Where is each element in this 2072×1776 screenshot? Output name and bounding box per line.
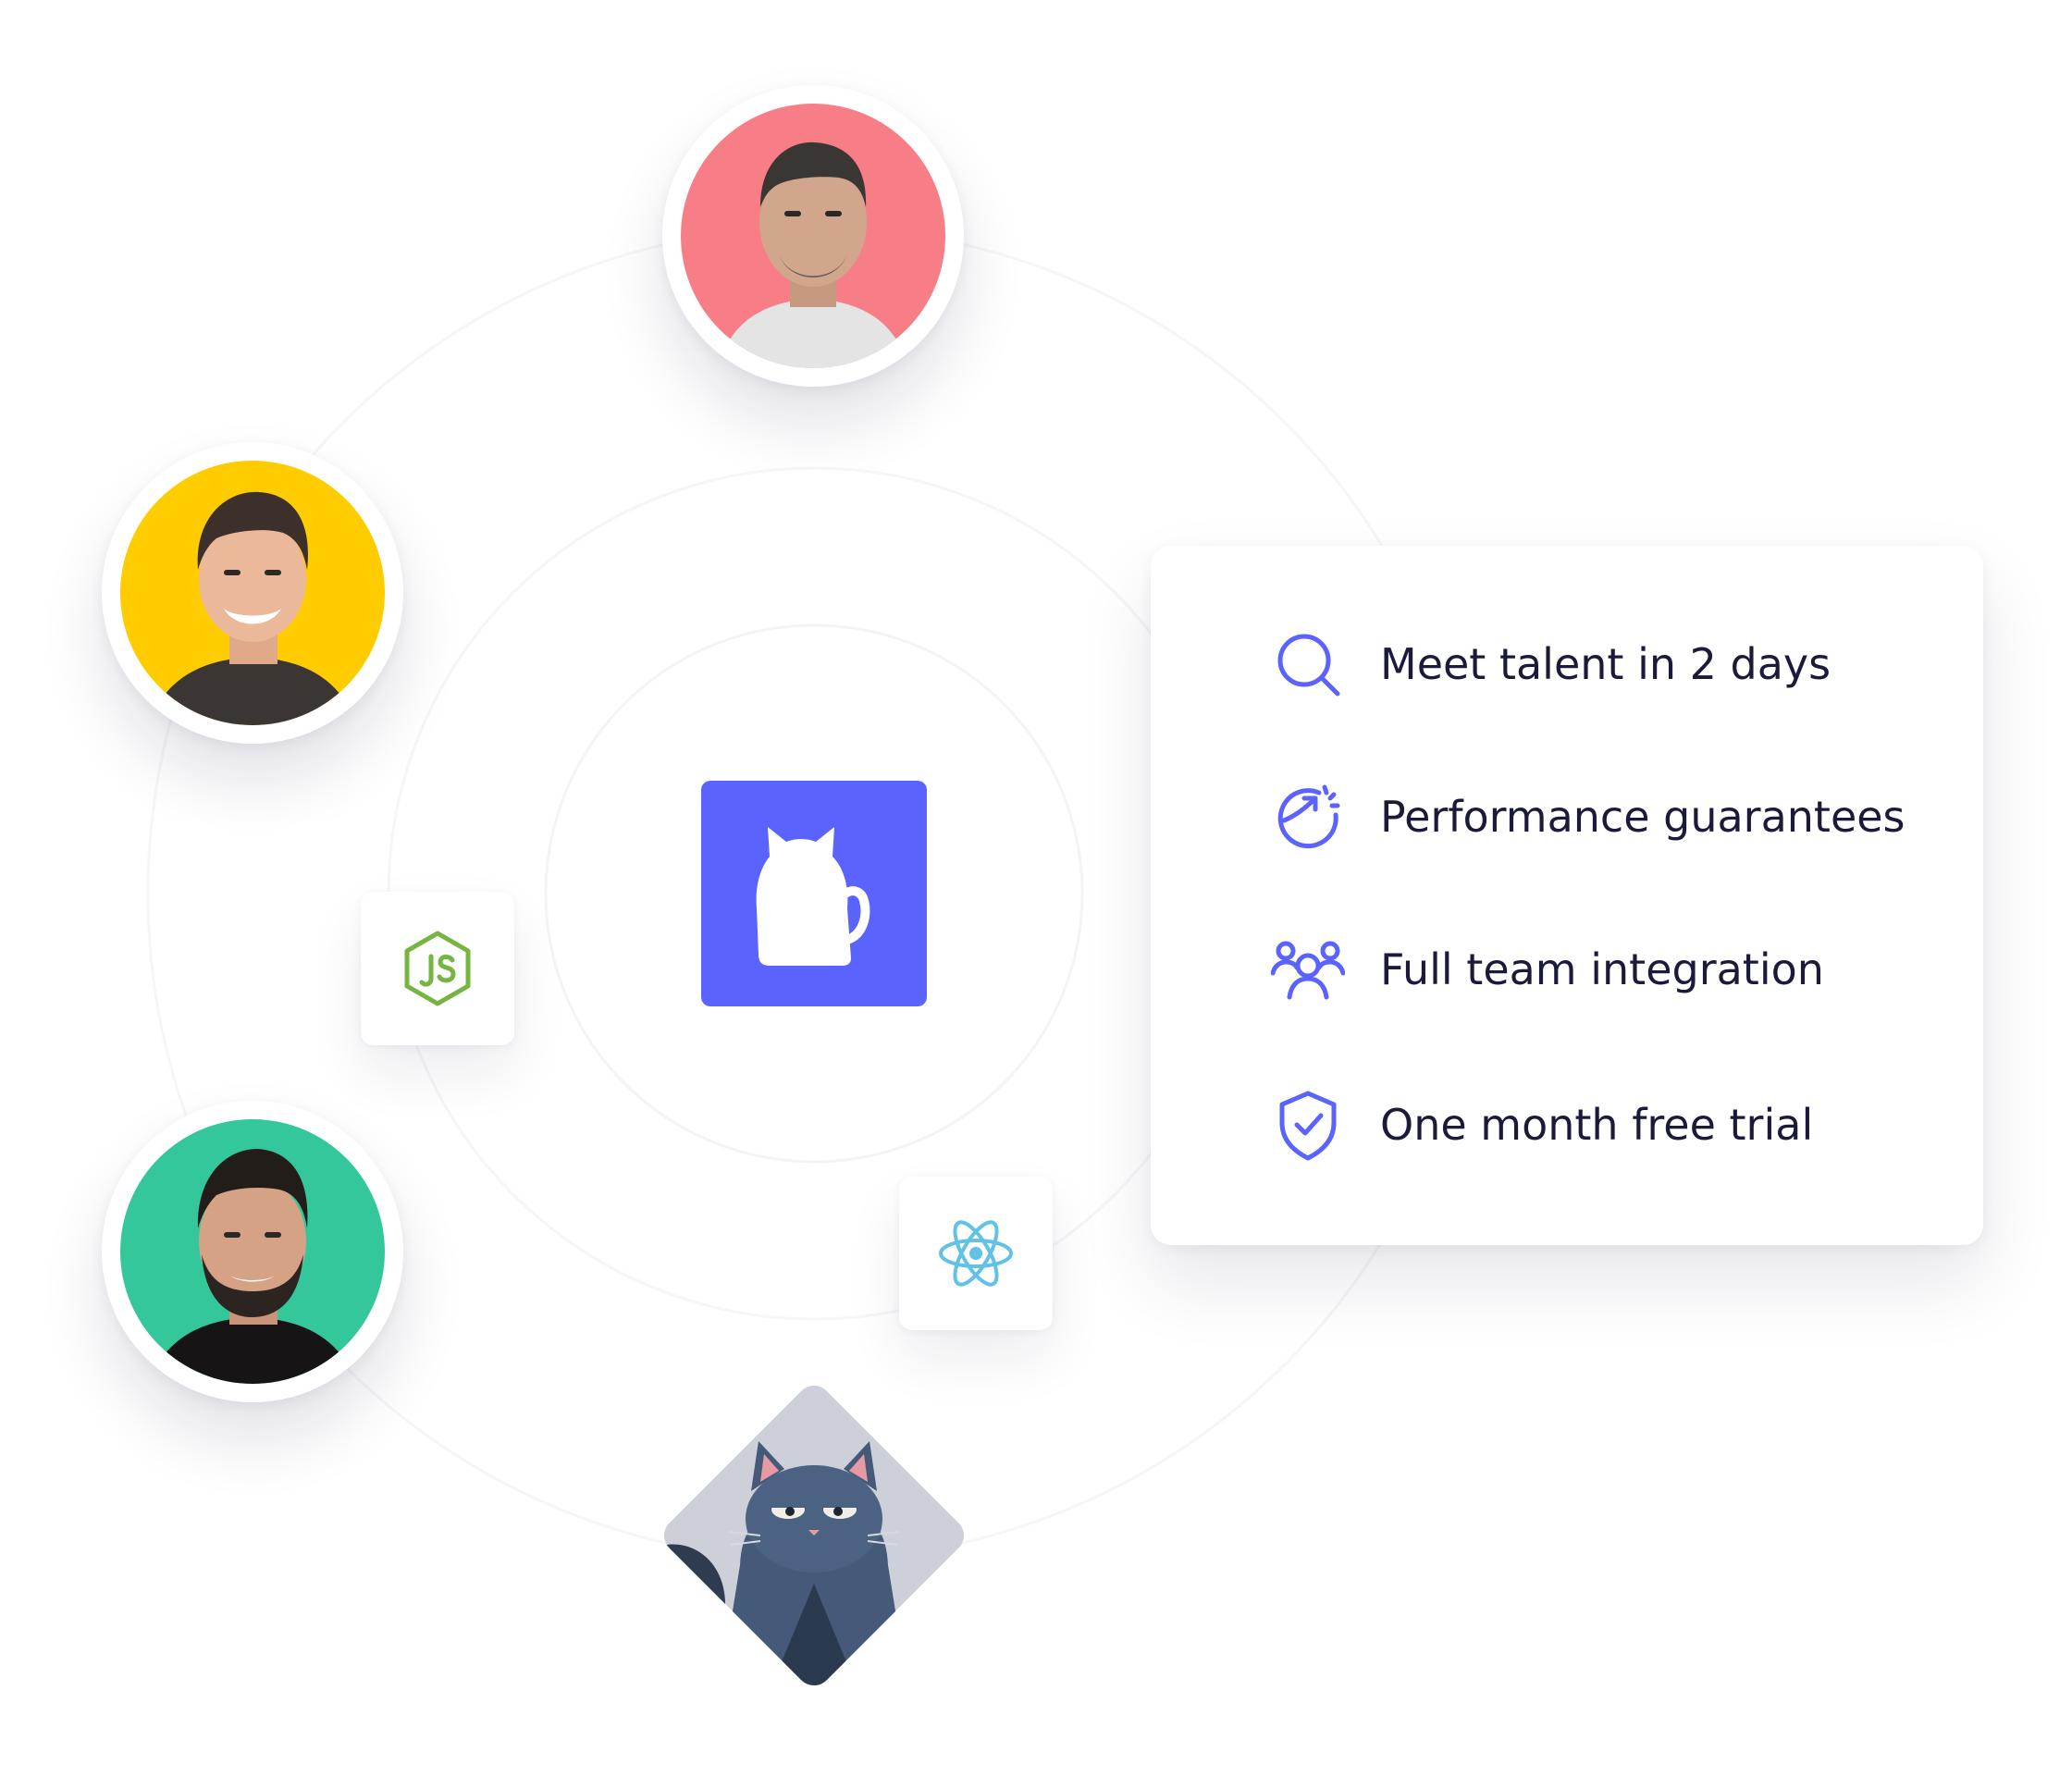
react-tile xyxy=(899,1177,1053,1330)
developer-avatar-1 xyxy=(662,85,964,387)
feature-item-performance: Performance guarantees xyxy=(1271,771,1906,863)
feature-label: One month free trial xyxy=(1380,1100,1814,1150)
feature-label: Meet talent in 2 days xyxy=(1380,639,1832,689)
nodejs-icon xyxy=(404,931,471,1006)
avatar-photo xyxy=(120,1119,385,1384)
feature-item-free-trial: One month free trial xyxy=(1271,1079,1813,1171)
brand-logo-tile xyxy=(701,781,927,1006)
cat-logo-icon xyxy=(756,827,870,966)
shield-check-icon xyxy=(1279,1091,1337,1161)
performance-gauge-icon xyxy=(1277,784,1340,849)
feature-item-meet-talent: Meet talent in 2 days xyxy=(1271,618,1831,710)
developer-avatar-3 xyxy=(102,1101,403,1402)
cat-mascot-illustration xyxy=(659,1380,969,1691)
avatar-photo xyxy=(120,461,385,725)
team-icon xyxy=(1271,941,1345,1000)
react-icon xyxy=(939,1220,1013,1287)
features-card: Meet talent in 2 days Performance guaran… xyxy=(1151,546,1983,1245)
nodejs-tile xyxy=(361,892,514,1045)
feature-item-team-integration: Full team integration xyxy=(1271,923,1824,1016)
feature-label: Full team integration xyxy=(1380,944,1824,994)
feature-label: Performance guarantees xyxy=(1380,792,1906,842)
avatar-photo xyxy=(681,104,945,368)
developer-avatar-2 xyxy=(102,442,403,744)
search-icon xyxy=(1277,634,1340,697)
